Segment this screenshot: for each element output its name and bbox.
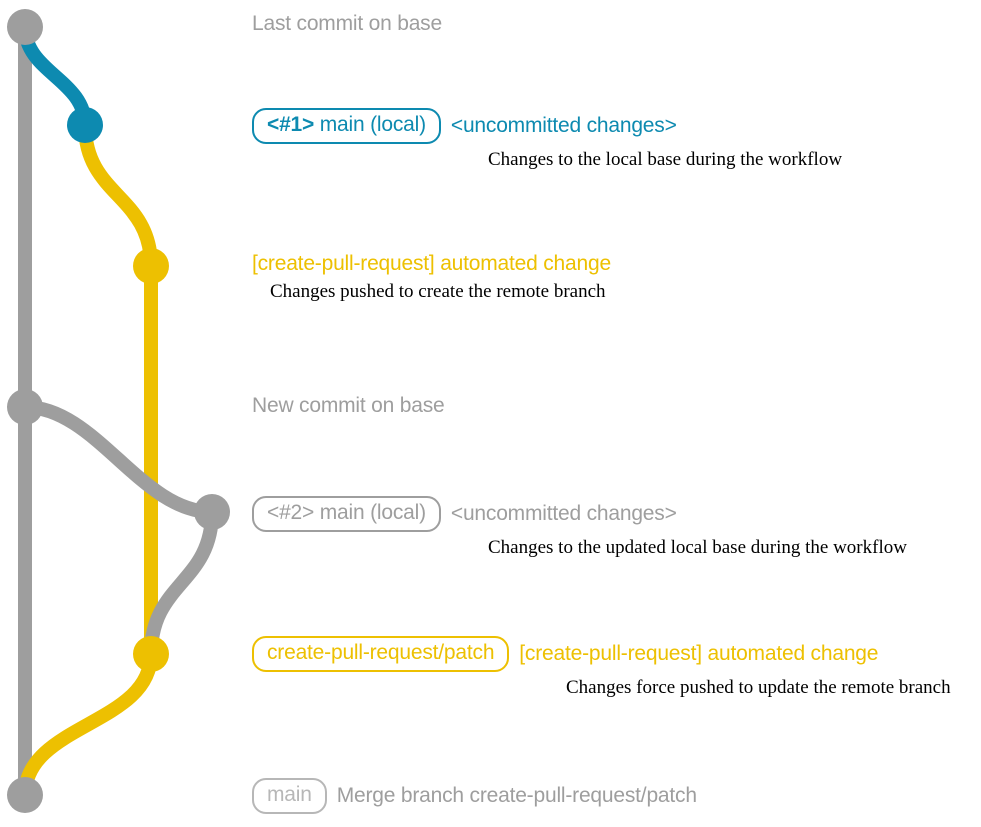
- edge-local2-to-patch: [144, 505, 219, 661]
- branch-tag-local-branch-1[interactable]: <#1> main (local): [252, 108, 441, 144]
- row-local-2: <#2> main (local) <uncommitted changes> Ch…: [252, 496, 907, 559]
- commit-node-base-top[interactable]: [7, 9, 43, 45]
- commit-body: Changes force pushed to update the remot…: [566, 677, 951, 698]
- commit-node-remote-patch[interactable]: [133, 636, 169, 672]
- edge-local1-to-remote1: [78, 118, 158, 273]
- commit-body: Changes to the local base during the wor…: [488, 149, 843, 170]
- commit-headline: create-pull-request/patch [create-pull-re…: [252, 636, 951, 672]
- branch-tag-name: main (local): [319, 501, 426, 524]
- commit-subject: [create-pull-request] automated change: [252, 252, 611, 275]
- commit-body: Changes to the updated local base during…: [488, 537, 907, 558]
- commit-headline: <#2> main (local) <uncommitted changes>: [252, 496, 907, 532]
- commit-node-local-1[interactable]: [67, 107, 103, 143]
- edge-patch-to-merge: [18, 647, 158, 802]
- row-automated-change-2: create-pull-request/patch [create-pull-re…: [252, 636, 951, 699]
- commit-body: Changes pushed to create the remote bran…: [270, 281, 606, 302]
- commit-headline: [create-pull-request] automated change: [252, 252, 611, 276]
- branch-tag-name: main: [267, 783, 312, 806]
- edge-base2-to-local2: [18, 400, 219, 519]
- row-last-commit-on-base: Last commit on base: [252, 12, 442, 36]
- commit-subject: New commit on base: [252, 394, 445, 417]
- row-new-commit-on-base: New commit on base: [252, 394, 445, 418]
- row-merge: main Merge branch create-pull-request/pat…: [252, 778, 697, 814]
- commit-subject: [create-pull-request] automated change: [519, 642, 879, 665]
- branch-tag-prefix: <#1>: [267, 113, 315, 136]
- branch-tag-name: main (local): [319, 113, 426, 136]
- commit-headline: <#1> main (local) <uncommitted changes>: [252, 108, 842, 144]
- commit-subject: <uncommitted changes>: [450, 502, 677, 525]
- branch-tag-local-branch-2[interactable]: <#2> main (local): [252, 496, 441, 532]
- commit-subject: <uncommitted changes>: [450, 114, 677, 137]
- branch-tag-main-branch[interactable]: main: [252, 778, 327, 814]
- commit-headline: Last commit on base: [252, 12, 442, 36]
- commit-node-local-2[interactable]: [194, 494, 230, 530]
- branch-tag-name: create-pull-request/patch: [267, 641, 495, 664]
- commit-node-remote-1[interactable]: [133, 248, 169, 284]
- commit-subject: Last commit on base: [252, 12, 442, 35]
- commit-node-merge[interactable]: [7, 777, 43, 813]
- commit-headline: New commit on base: [252, 394, 445, 418]
- commit-subject: Merge branch create-pull-request/patch: [336, 784, 697, 807]
- commit-node-base-new[interactable]: [7, 389, 43, 425]
- branch-tag-create-pull-request-patch[interactable]: create-pull-request/patch: [252, 636, 510, 672]
- commit-headline: main Merge branch create-pull-request/pat…: [252, 778, 697, 814]
- branch-tag-prefix: <#2>: [267, 501, 315, 524]
- row-local-1: <#1> main (local) <uncommitted changes> Ch…: [252, 108, 842, 171]
